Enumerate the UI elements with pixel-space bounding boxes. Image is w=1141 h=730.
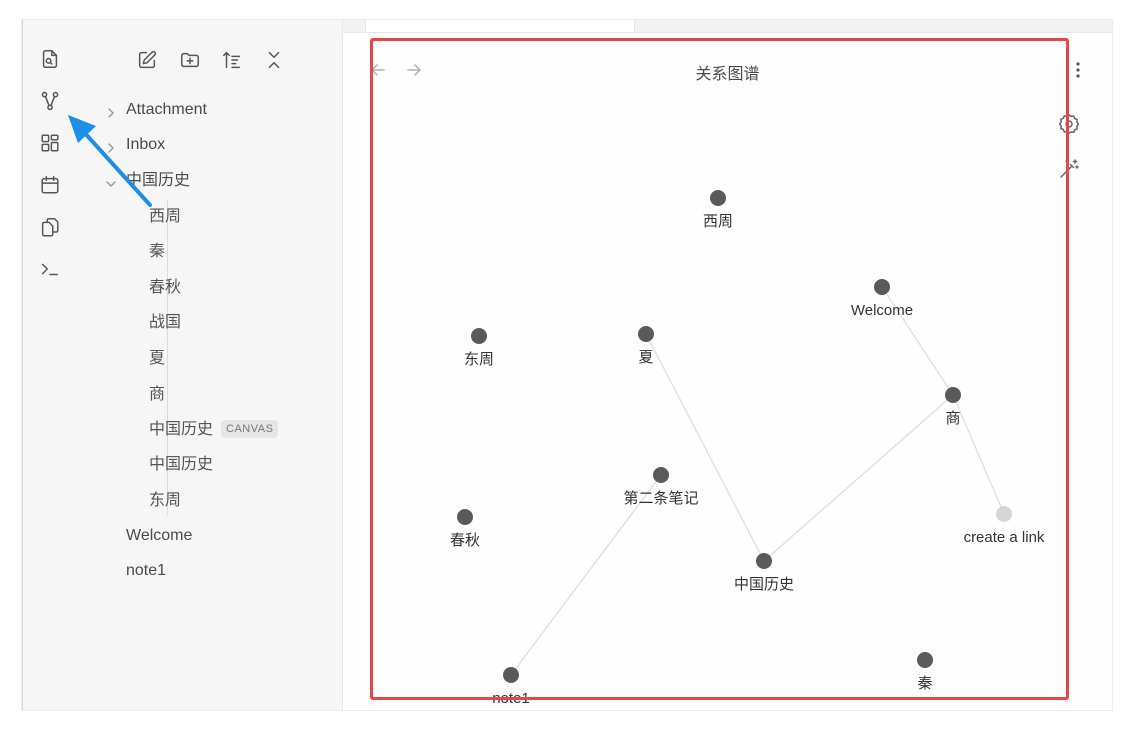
graph-link [763,394,954,562]
new-folder-icon[interactable] [179,49,201,71]
file-item[interactable]: 西周 [149,204,181,230]
collapse-all-icon[interactable] [263,49,285,71]
graph-node[interactable] [756,553,772,569]
graph-node[interactable] [471,328,487,344]
tree-item-label: 夏 [149,350,166,367]
file-item[interactable]: Welcome [126,523,192,549]
sort-order-icon[interactable] [221,49,243,71]
tree-item-label: 春秋 [149,279,182,296]
graph-link [645,333,765,562]
file-item[interactable]: 秦 [149,239,165,265]
graph-link [881,286,954,396]
tree-item-label: 西周 [149,208,182,225]
tree-item-label: Attachment [126,101,207,118]
graph-view-icon[interactable] [39,90,61,112]
file-item[interactable]: 战国 [149,310,181,336]
graph-node[interactable] [874,279,890,295]
tree-item-label: 秦 [149,243,166,260]
graph-node-label: 中国历史 [734,576,794,593]
tree-item-label: 战国 [149,314,182,331]
graph-node[interactable] [917,652,933,668]
graph-node-label: 西周 [703,213,733,230]
templates-icon[interactable] [39,216,61,238]
more-options-icon[interactable] [1068,59,1088,81]
graph-node[interactable] [710,190,726,206]
chevron-right-icon [104,103,118,118]
graph-node-label: Welcome [851,302,913,319]
canvas-icon[interactable] [39,132,61,154]
folder-attachment[interactable]: Attachment [108,97,207,123]
graph-node-label: 夏 [638,349,653,366]
canvas-file-item[interactable]: 中国历史 CANVAS [149,417,279,443]
graph-view-pane[interactable]: 关系图谱 [343,33,1112,710]
graph-node-label: 第二条笔记 [623,489,698,507]
graph-node-label: 东周 [464,351,494,368]
graph-node[interactable] [653,467,669,483]
file-item[interactable]: 中国历史 [149,452,213,478]
file-item[interactable]: 商 [149,382,165,408]
file-item[interactable]: 夏 [149,346,165,372]
tree-item-label: 中国历史 [149,456,214,473]
graph-link [510,474,662,676]
tree-item-label: note1 [126,562,167,579]
tab-strip [343,20,1112,33]
graph-node-label: note1 [492,690,530,707]
view-title: 关系图谱 [695,66,760,83]
graph-node-label: 秦 [917,675,932,692]
graph-node-label: 商 [945,410,960,427]
command-palette-icon[interactable] [39,258,61,280]
tree-indent-guide [167,200,168,515]
graph-node[interactable] [996,506,1012,522]
file-item[interactable]: 春秋 [149,275,181,301]
file-item[interactable]: 东周 [149,488,181,514]
tree-item-label: 中国历史 [149,421,214,438]
graph-link [952,394,1005,515]
graph-node[interactable] [945,387,961,403]
tree-item-label: 商 [149,386,166,403]
new-note-icon[interactable] [136,49,158,71]
quick-switcher-icon[interactable] [39,48,61,70]
canvas-badge: CANVAS [221,420,279,438]
calendar-icon[interactable] [39,174,61,196]
graph-node-label: create a link [964,529,1045,546]
graph-node[interactable] [457,509,473,525]
active-tab[interactable] [365,20,635,32]
graph-node[interactable] [638,326,654,342]
graph-node-label: 春秋 [450,532,480,549]
graph-node[interactable] [503,667,519,683]
file-item[interactable]: note1 [126,558,166,584]
tree-item-label: Welcome [126,527,193,544]
forward-arrow-icon[interactable] [404,60,424,80]
tree-item-label: 东周 [149,492,182,509]
